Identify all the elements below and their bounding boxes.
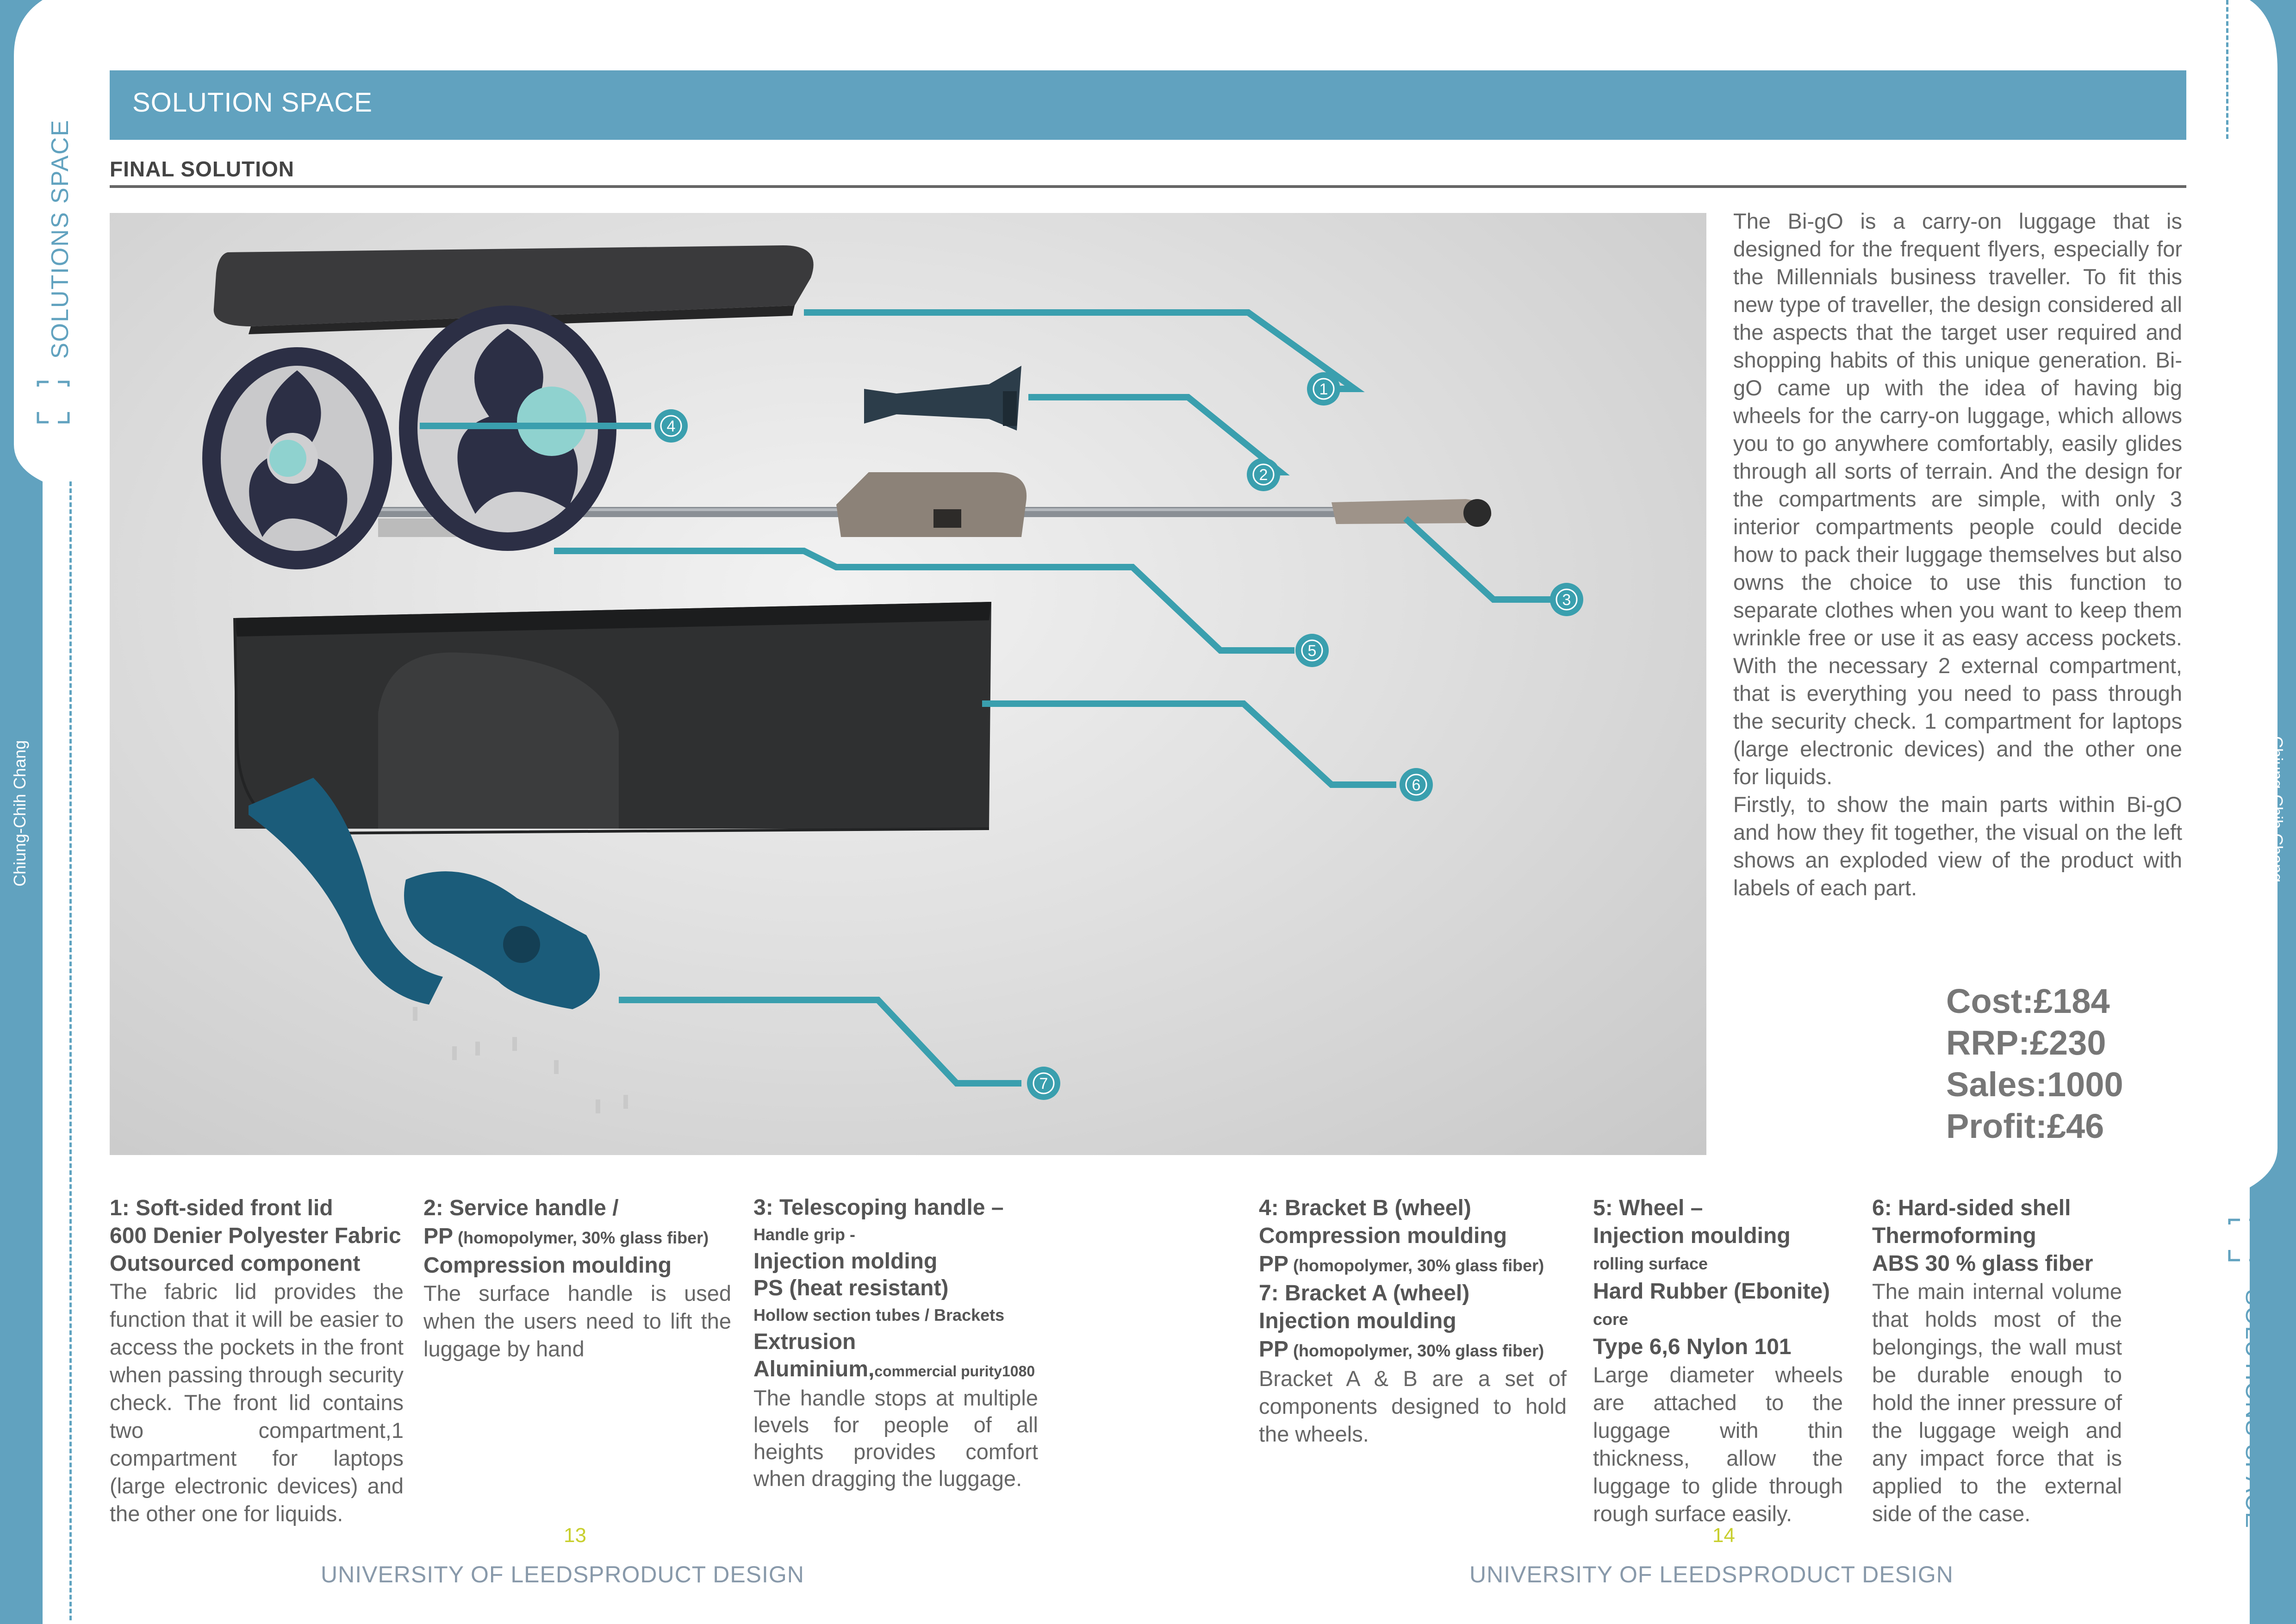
part-3-material-tubes-note: commercial purity1080	[874, 1363, 1035, 1380]
footer-department-left: PRODUCT DESIGN	[589, 1562, 804, 1587]
footer-university-left: UNIVERSITY OF LEEDS	[321, 1562, 589, 1587]
banner-title: SOLUTION SPACE	[132, 87, 373, 118]
part-7-material: PP	[1259, 1337, 1289, 1362]
cost-summary: Cost:£184 RRP:£230 Sales:1000 Profit:£46	[1946, 981, 2123, 1147]
left-bracket-icon	[32, 380, 74, 426]
part-4-material-note: (homopolymer, 30% glass fiber)	[1288, 1256, 1544, 1275]
svg-text:4: 4	[667, 418, 676, 435]
callout-5: 5	[1294, 632, 1331, 669]
part-4-process: Compression moulding	[1259, 1224, 1507, 1248]
page-number-left: 13	[564, 1524, 586, 1547]
cost-value: Cost:£184	[1946, 982, 2110, 1020]
part-4-title: 4: Bracket B (wheel)	[1259, 1196, 1471, 1220]
part-5-process: Injection moulding	[1593, 1224, 1791, 1248]
part-3-material-grip: PS (heat resistant)	[753, 1276, 949, 1300]
part-1-material: 600 Denier Polyester Fabric	[110, 1224, 401, 1248]
part-3-material-tubes-line: Aluminium,commercial purity1080	[753, 1355, 1038, 1385]
screws-part	[413, 1007, 628, 1113]
svg-text:1: 1	[1319, 381, 1328, 398]
part-7-title: 7: Bracket A (wheel)	[1259, 1281, 1470, 1305]
service-handle-part	[864, 366, 1021, 431]
left-dashed-line	[69, 481, 72, 1620]
intro-text: The Bi-gO is a carry-on luggage that is …	[1733, 207, 2182, 902]
part-1-description: The fabric lid provides the function tha…	[110, 1279, 404, 1526]
part-5-column: 5: Wheel – Injection moulding rolling su…	[1593, 1194, 1843, 1528]
rrp-value: RRP:£230	[1946, 1024, 2106, 1062]
part-3-material-tubes: Aluminium,	[753, 1357, 875, 1381]
part-3-process-tubes: Extrusion	[753, 1330, 856, 1354]
part-2-column: 2: Service handle / PP (homopolymer, 30%…	[423, 1194, 731, 1363]
callout-4: 4	[653, 407, 690, 444]
intro-paragraph-2: Firstly, to show the main parts within B…	[1733, 792, 2182, 900]
part-6-title: 6: Hard-sided shell	[1872, 1196, 2071, 1220]
callout-6: 6	[1398, 766, 1435, 803]
part-5-description: Large diameter wheels are attached to th…	[1593, 1362, 1843, 1526]
svg-text:7: 7	[1039, 1075, 1048, 1093]
section-subtitle: FINAL SOLUTION	[110, 157, 295, 181]
callout-1: 1	[1305, 370, 1342, 407]
part-7-material-note: (homopolymer, 30% glass fiber)	[1288, 1341, 1544, 1360]
svg-text:5: 5	[1308, 642, 1317, 660]
part-4-7-column: 4: Bracket B (wheel) Compression mouldin…	[1259, 1194, 1567, 1448]
part-1-column: 1: Soft-sided front lid 600 Denier Polye…	[110, 1194, 404, 1528]
right-side-bar	[2250, 0, 2296, 1624]
profit-value: Profit:£46	[1946, 1107, 2104, 1145]
part-7-description: Bracket A & B are a set of components de…	[1259, 1366, 1567, 1446]
part-2-title: 2: Service handle /	[423, 1196, 619, 1220]
exploded-view-render	[110, 213, 1706, 1155]
part-2-process: Compression moulding	[423, 1253, 672, 1278]
brackets-part	[249, 778, 600, 1009]
part-3-title: 3: Telescoping handle –	[753, 1195, 1004, 1220]
title-banner	[110, 70, 2186, 140]
part-5-sub-core: core	[1593, 1310, 1629, 1329]
part-3-process-grip: Injection molding	[753, 1249, 938, 1274]
left-section-label: SOLUTIONS SPACE	[47, 119, 74, 359]
part-6-description: The main internal volume that holds most…	[1872, 1279, 2122, 1526]
part-7-material-line: PP (homopolymer, 30% glass fiber)	[1259, 1335, 1567, 1365]
svg-text:3: 3	[1562, 591, 1571, 609]
page-number-right: 14	[1712, 1524, 1735, 1547]
callout-2: 2	[1245, 456, 1282, 493]
svg-text:2: 2	[1259, 466, 1268, 484]
part-4-material-line: PP (homopolymer, 30% glass fiber)	[1259, 1250, 1567, 1280]
part-6-material: ABS 30 % glass fiber	[1872, 1251, 2093, 1276]
part-6-process: Thermoforming	[1872, 1224, 2036, 1248]
part-1-title: 1: Soft-sided front lid	[110, 1196, 333, 1220]
callout-3: 3	[1548, 581, 1585, 618]
callout-7: 7	[1025, 1065, 1062, 1102]
telescoping-handle-part	[350, 472, 1492, 537]
part-7-process: Injection moulding	[1259, 1309, 1456, 1333]
part-5-title: 5: Wheel –	[1593, 1196, 1703, 1220]
left-side-bar	[0, 0, 43, 1624]
part-2-material: PP	[423, 1224, 454, 1249]
footer-university-right: UNIVERSITY OF LEEDS	[1469, 1562, 1738, 1587]
subtitle-rule	[110, 185, 2186, 188]
right-dashed-line	[2226, 0, 2228, 139]
part-3-description: The handle stops at multiple levels for …	[753, 1386, 1038, 1491]
part-1-process: Outsourced component	[110, 1251, 361, 1276]
hard-shell-part	[233, 602, 991, 835]
callout-lines	[420, 309, 1558, 1087]
footer-department-right: PRODUCT DESIGN	[1738, 1562, 1954, 1587]
sales-value: Sales:1000	[1946, 1065, 2123, 1104]
left-author-label: Chiung-Chih Chang	[10, 740, 29, 887]
part-3-sub-grip: Handle grip -	[753, 1225, 856, 1244]
right-bracket-icon	[2224, 1218, 2265, 1264]
intro-paragraph-1: The Bi-gO is a carry-on luggage that is …	[1733, 209, 2182, 789]
part-2-description: The surface handle is used when the user…	[423, 1281, 731, 1361]
part-2-material-note: (homopolymer, 30% glass fiber)	[453, 1228, 709, 1247]
part-3-sub-tubes: Hollow section tubes / Brackets	[753, 1305, 1005, 1324]
rear-wheel-part	[202, 347, 392, 569]
part-5-material-surface: Hard Rubber (Ebonite)	[1593, 1279, 1830, 1304]
svg-text:6: 6	[1412, 776, 1421, 794]
part-5-sub-surface: rolling surface	[1593, 1254, 1708, 1273]
part-2-material-line: PP (homopolymer, 30% glass fiber)	[423, 1222, 731, 1252]
part-6-column: 6: Hard-sided shell Thermoforming ABS 30…	[1872, 1194, 2122, 1528]
right-section-label: SOLUTIONS SPACE	[2240, 1289, 2267, 1529]
part-3-column: 3: Telescoping handle – Handle grip - In…	[753, 1194, 1038, 1492]
part-4-material: PP	[1259, 1252, 1289, 1276]
right-author-label: Chiung-Chih Chang	[2267, 736, 2286, 883]
part-5-material-core: Type 6,6 Nylon 101	[1593, 1335, 1792, 1359]
